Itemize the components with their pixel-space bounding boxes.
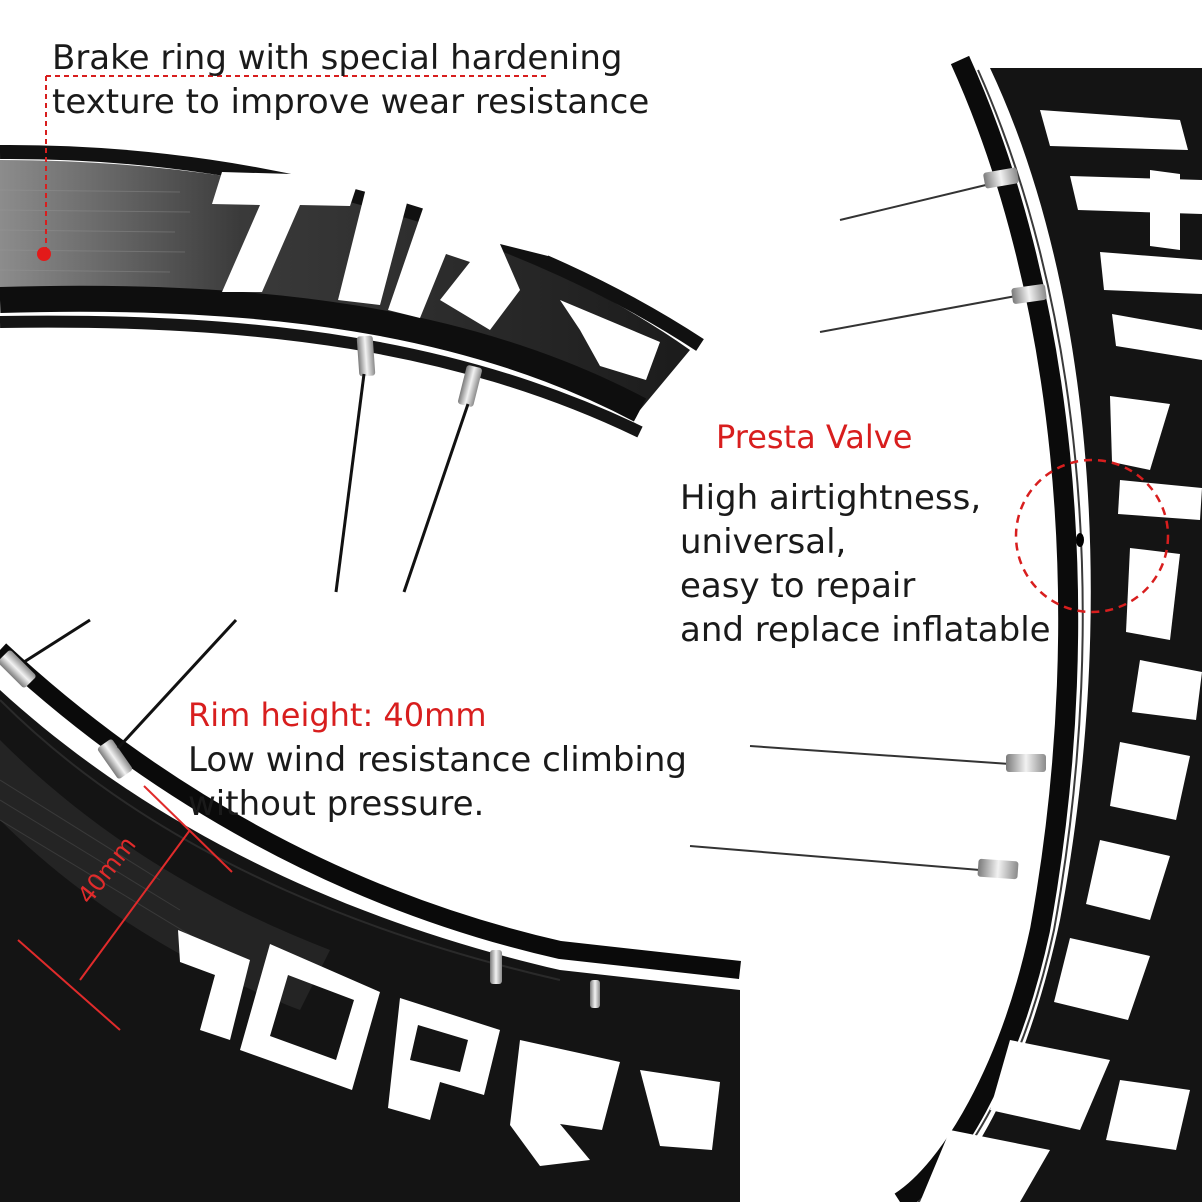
top-rim bbox=[0, 144, 704, 593]
rim-decal-bottom bbox=[178, 930, 720, 1166]
presta-valve-title: Presta Valve bbox=[716, 418, 913, 456]
brake-ring-callout-line2: texture to improve wear resistance bbox=[52, 82, 650, 122]
rim-height-line: Low wind resistance climbing bbox=[188, 740, 687, 780]
presta-valve-line: High airtightness, bbox=[680, 478, 982, 518]
presta-valve-line: and replace inflatable bbox=[680, 610, 1051, 650]
annotation-marks bbox=[37, 75, 1170, 614]
rim-decal-top bbox=[212, 172, 660, 380]
rim-height-title: Rim height: 40mm bbox=[188, 696, 487, 734]
brake-ring-marker-dot bbox=[37, 247, 51, 261]
brake-ring-callout-line1: Brake ring with special hardening bbox=[52, 38, 623, 78]
valve-highlight-circle bbox=[1014, 458, 1170, 614]
presta-valve-line: universal, bbox=[680, 522, 847, 562]
rim-decal-right bbox=[920, 110, 1202, 1202]
rim-height-line: without pressure. bbox=[188, 784, 485, 824]
bottom-rim bbox=[0, 618, 741, 1202]
presta-valve-line: easy to repair bbox=[680, 566, 916, 606]
right-rim bbox=[689, 55, 1202, 1202]
